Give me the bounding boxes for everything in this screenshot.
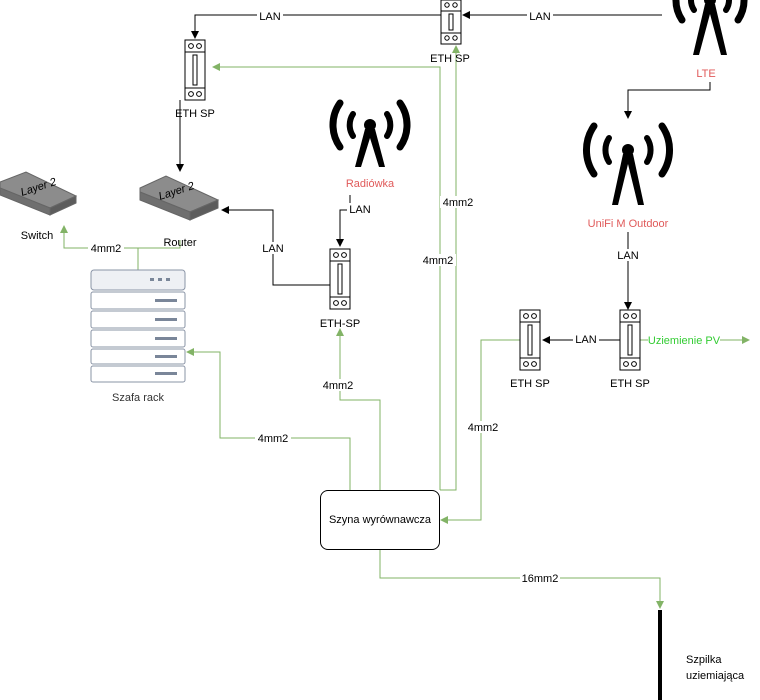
edge-bus-to-rack bbox=[186, 348, 351, 490]
eth-sp-mid[interactable] bbox=[329, 248, 351, 310]
edge-bus-to-mid-sp bbox=[336, 328, 381, 490]
edge-label-lan-mid-router: LAN bbox=[262, 243, 283, 255]
label-eth-sp-top: ETH SP bbox=[430, 53, 470, 65]
edge-label-lan-right: LAN bbox=[575, 334, 596, 346]
label-switch: Switch bbox=[21, 230, 53, 242]
edge-label-lan-unifi: LAN bbox=[617, 250, 638, 262]
label-lte: LTE bbox=[696, 68, 715, 80]
edge-label-lan-radio: LAN bbox=[349, 204, 370, 216]
edge-label-ground: 16mm2 bbox=[522, 573, 559, 585]
edge-top-sp-to-left-sp bbox=[191, 14, 441, 39]
edge-bus-to-top-sp bbox=[440, 45, 460, 491]
eth-sp-right1[interactable] bbox=[519, 309, 541, 371]
edge-label-top-bus-b: 4mm2 bbox=[423, 255, 454, 267]
rack-cabinet-icon[interactable] bbox=[90, 269, 186, 383]
radiowka-antenna-icon[interactable] bbox=[329, 99, 411, 167]
label-eth-sp-mid: ETH-SP bbox=[320, 318, 360, 330]
label-eth-sp-right2: ETH SP bbox=[610, 378, 650, 390]
lte-antenna-icon[interactable] bbox=[672, 0, 748, 55]
eth-sp-top[interactable] bbox=[440, 0, 462, 45]
unifi-antenna-icon[interactable] bbox=[582, 122, 674, 205]
edge-label-rack-switch: 4mm2 bbox=[91, 243, 122, 255]
label-eth-sp-right1: ETH SP bbox=[510, 378, 550, 390]
switch-device-icon[interactable]: Layer 2 bbox=[0, 171, 78, 216]
label-router: Router bbox=[163, 237, 196, 249]
edge-labels: LAN LAN LAN LAN LAN LAN 4mm2 4mm2 4mm2 4… bbox=[88, 10, 641, 585]
edge-radio-to-mid-sp bbox=[336, 195, 351, 247]
edge-label-lan-top-right: LAN bbox=[529, 11, 550, 23]
router-device-icon[interactable]: Layer 2 bbox=[139, 175, 220, 221]
label-ground-rod-line1: Szpilka bbox=[686, 654, 722, 666]
eth-sp-right2[interactable] bbox=[619, 309, 641, 371]
edge-label-top-bus-a: 4mm2 bbox=[443, 197, 474, 209]
edge-label-lan-top-left: LAN bbox=[259, 11, 280, 23]
label-bus: Szyna wyrównawcza bbox=[328, 514, 432, 526]
edge-label-mid-bus: 4mm2 bbox=[323, 380, 354, 392]
edge-lte-to-unifi bbox=[624, 82, 711, 119]
edge-bus-to-left-sp bbox=[212, 63, 441, 490]
label-eth-sp-left: ETH SP bbox=[175, 108, 215, 120]
edge-label-rack-bus: 4mm2 bbox=[258, 433, 289, 445]
label-ground-rod-line2: uziemiająca bbox=[686, 670, 745, 682]
equipotential-bus-box[interactable]: Szyna wyrównawcza bbox=[320, 490, 440, 550]
edge-label-right-bus: 4mm2 bbox=[468, 422, 499, 434]
eth-sp-left[interactable] bbox=[184, 39, 206, 101]
label-radiowka: Radiówka bbox=[346, 178, 395, 190]
label-unifi: UniFi M Outdoor bbox=[588, 218, 669, 230]
edge-rack-to-router bbox=[138, 240, 181, 249]
label-rack: Szafa rack bbox=[112, 392, 164, 404]
label-pv-ground: Uziemienie PV bbox=[648, 335, 721, 347]
